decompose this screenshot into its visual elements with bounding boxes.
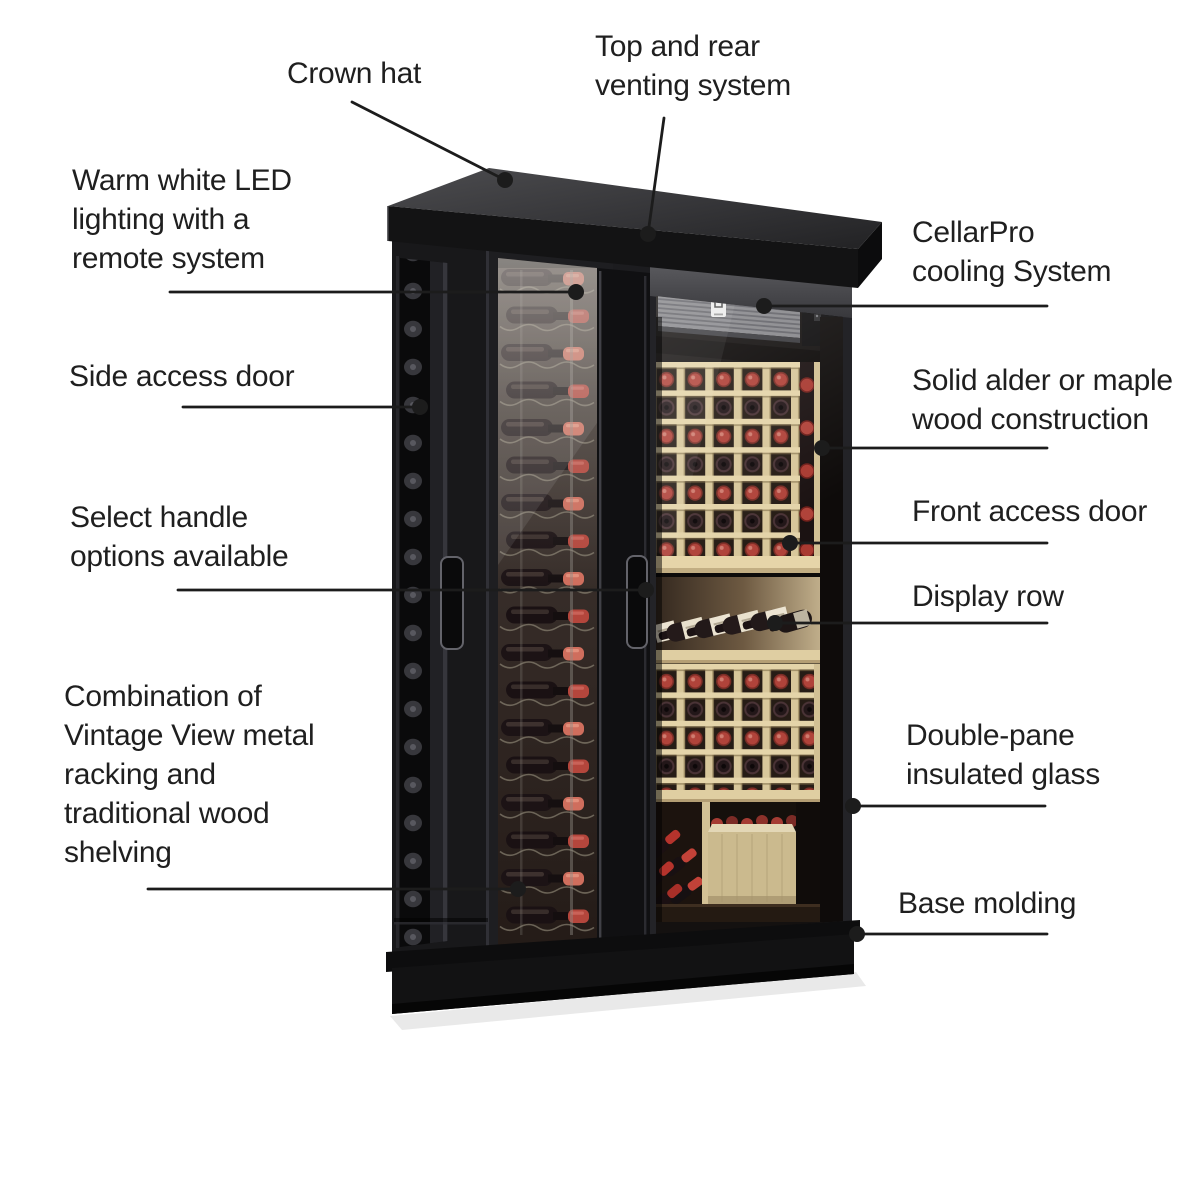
callout-venting-system: Top and rear venting system <box>595 30 791 102</box>
lower-wood-rack <box>656 664 816 790</box>
callout-insulated-glass: Double-pane insulated glass <box>906 719 1100 791</box>
callout-side-access-door: Side access door <box>69 360 295 393</box>
callout-crown-hat-text: Crown hat <box>287 57 422 90</box>
callout-cooling-system: CellarPro cooling System <box>912 216 1112 288</box>
leader-crown-hat <box>350 100 507 182</box>
callout-handle-options: Select handle options available <box>70 501 289 573</box>
callout-wood-construction: Solid alder or maple wood construction <box>912 364 1173 436</box>
bottom-storage <box>656 790 822 922</box>
metal-racking-bottles <box>498 258 597 951</box>
crown-hat <box>387 168 882 288</box>
side-door-handle <box>440 556 464 650</box>
callout-base-molding: Base molding <box>898 887 1077 920</box>
front-door-handle <box>626 555 648 649</box>
callout-display-row: Display row <box>912 580 1064 613</box>
front-door-top-rail <box>650 264 852 318</box>
leader-venting <box>646 116 666 236</box>
callout-racking-combination: Combination of Vintage View metal rackin… <box>64 680 315 869</box>
leader-dots <box>412 172 865 942</box>
callout-led-lighting: Warm white LED lighting with a remote sy… <box>72 164 292 275</box>
leader-lines <box>146 100 1049 936</box>
left-glass-door <box>489 248 613 960</box>
floor-shadow <box>390 972 866 1030</box>
callout-crown-hat: Crown hat <box>287 54 421 93</box>
side-door-frame-edge <box>396 256 399 948</box>
front-door-interior <box>656 296 843 935</box>
callout-front-access-door: Front access door <box>912 495 1148 528</box>
side-access-door <box>394 256 488 948</box>
base-molding <box>386 920 860 1014</box>
wooden-crate <box>708 824 796 904</box>
front-access-door <box>626 264 852 943</box>
